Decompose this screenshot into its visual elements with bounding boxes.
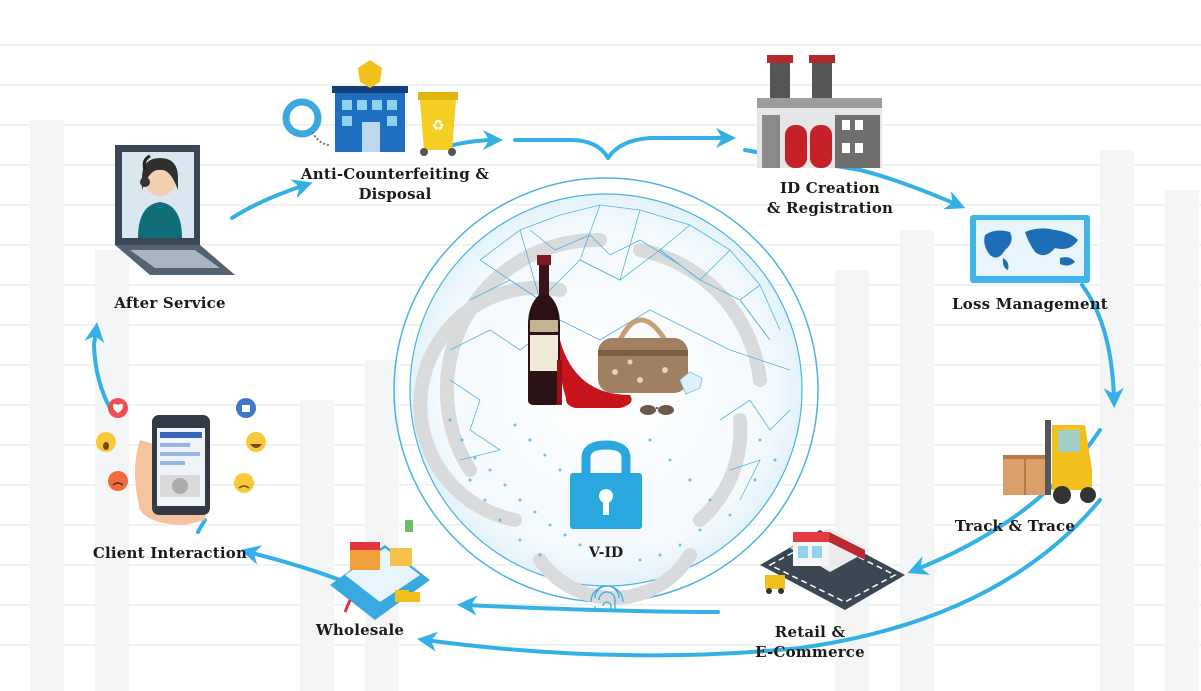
angry-reaction-icon [108,471,128,491]
stage-label-line1: After Service [114,294,226,312]
arrow-client-to-after-service [84,322,112,410]
arrow-to-id-creation [606,128,736,160]
stage-label-anti-counterfeiting: Anti-Counterfeiting & Disposal [285,164,505,204]
stage-label-loss-management: Loss Management [940,294,1120,314]
stage-label-track-trace: Track & Trace [940,516,1090,536]
fingerprint-icon [590,585,624,612]
support-agent-icon [115,145,235,275]
phone-shop-icon [330,520,430,620]
factory-icon [757,55,882,168]
lock-icon [570,440,642,529]
fingerprint-arcs [413,232,767,605]
arrow-from-disposal-center [513,138,610,160]
forklift-icon [1003,420,1096,504]
stage-label-retail: Retail & E-Commerce [740,622,880,662]
smartphone-reactions-icon [96,398,266,525]
arrow-to-track-trace [1080,283,1124,408]
haha-reaction-icon [246,432,266,452]
arrow-track-to-wholesale [417,498,1102,658]
wine-bottle-icon [528,255,560,405]
stage-label-id-creation: ID Creation & Registration [760,178,900,218]
stage-label-line1: Wholesale [315,621,405,639]
stage-label-after-service: After Service [100,293,240,313]
stage-label-line2: Disposal [358,185,432,203]
particle-dots [448,418,777,562]
world-map-icon [970,215,1090,283]
stage-label-line2: & Registration [766,199,894,217]
stage-label-line1: Anti-Counterfeiting & [300,165,490,183]
stage-label-line1: ID Creation [779,179,881,197]
vid-label: V-ID [588,545,624,561]
arrow-after-to-anti [230,179,313,220]
diamond-icon [679,371,703,395]
luxury-products [528,255,703,415]
svg-text:♻: ♻ [432,118,445,134]
stage-label-line1: Retail & [774,623,846,641]
arrow-retail-to-wholesale [457,595,720,616]
red-heel-icon [557,340,632,408]
stage-label-line1: Track & Trace [954,517,1076,535]
stage-label-line1: Client Interaction [92,544,248,562]
police-station-icon: ♻ [282,60,458,156]
stage-label-line1: Loss Management [952,295,1108,313]
stage-label-line2: E-Commerce [755,643,865,661]
stage-label-wholesale: Wholesale [300,620,420,640]
handbag-icon [598,317,688,393]
network-mesh [449,204,791,501]
sunglasses-icon [640,405,674,415]
arrow-phone-tail [196,518,207,534]
sad-reaction-icon [234,473,254,493]
stage-label-client-interaction: Client Interaction [80,543,260,563]
store-icon [760,528,905,610]
arrow-wholesale-to-client [240,545,342,582]
